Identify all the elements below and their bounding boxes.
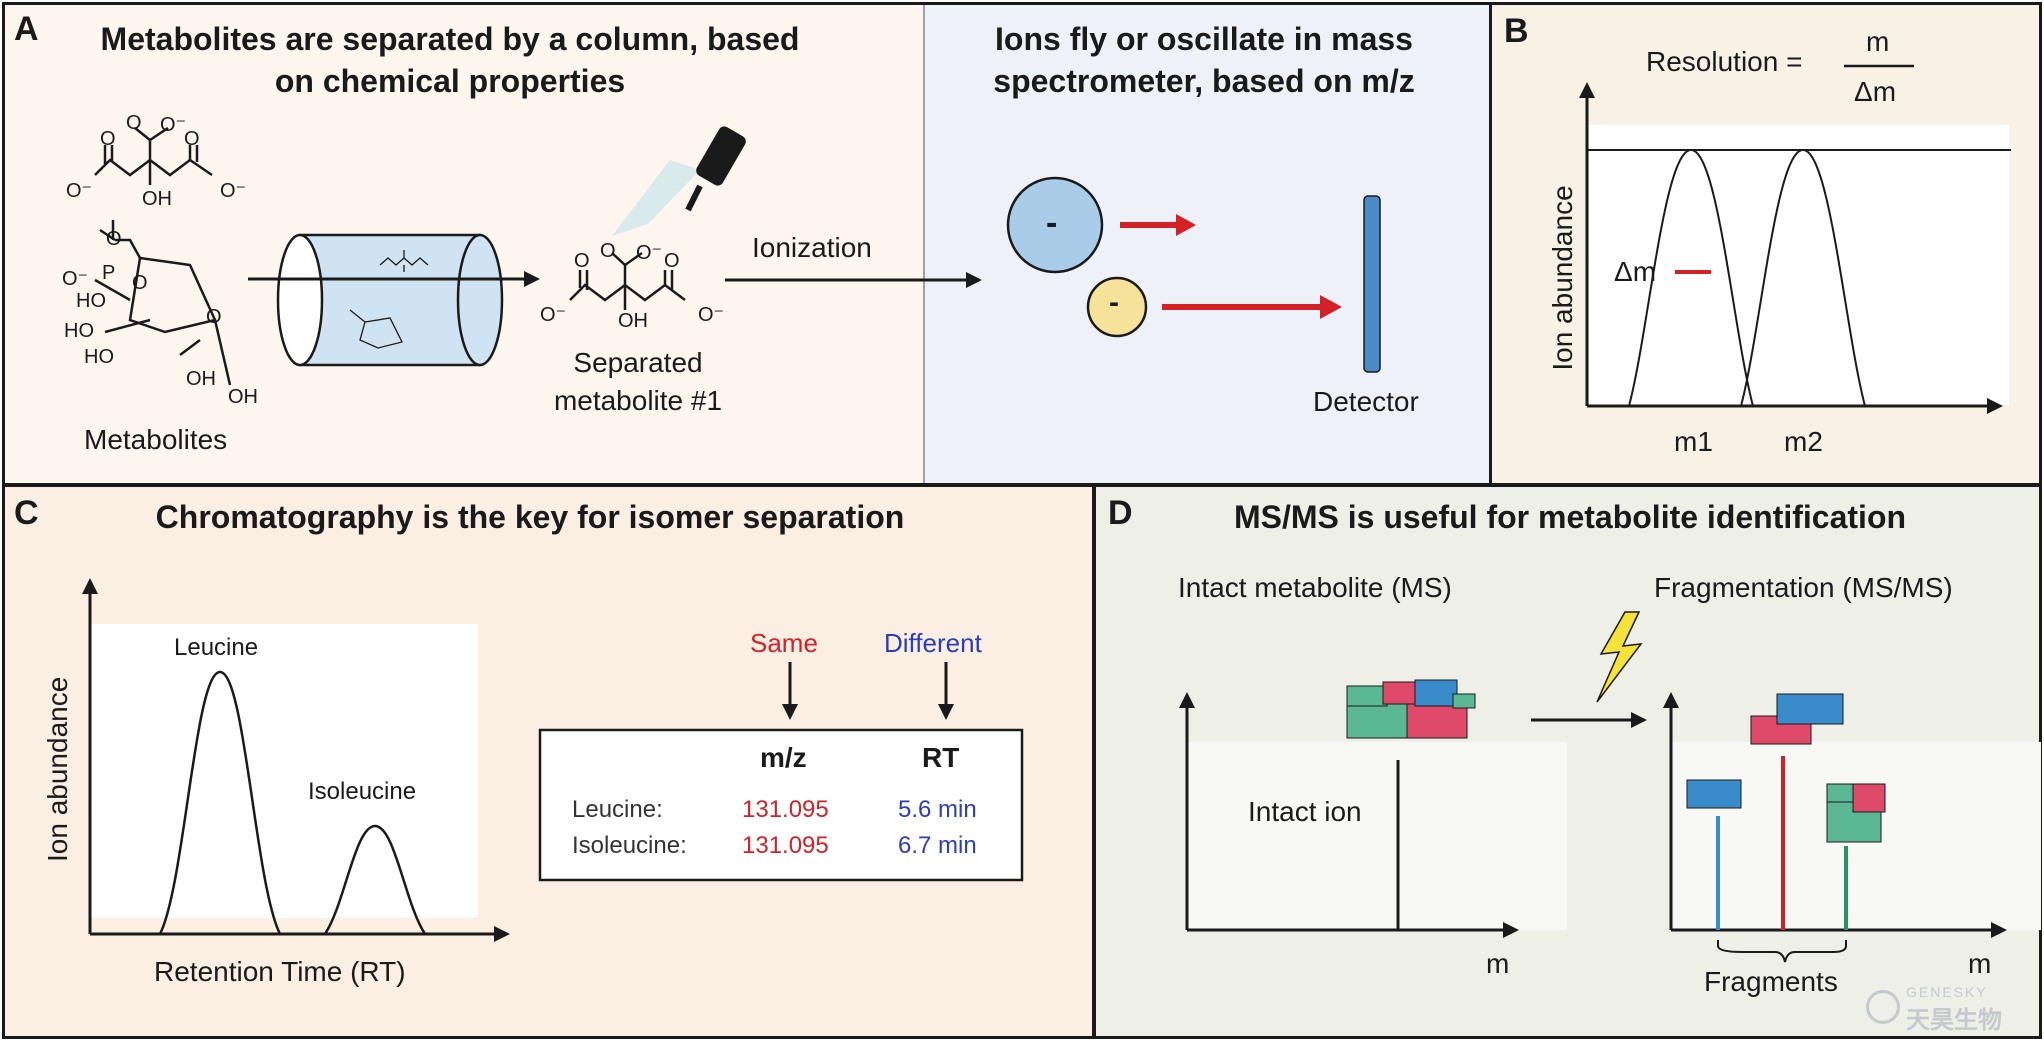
delta-m-label: Δm bbox=[1614, 256, 1657, 287]
panel-c-title: Chromatography is the key for isomer sep… bbox=[155, 499, 905, 535]
ion-large bbox=[1006, 176, 1104, 274]
panel-d-plot bbox=[1179, 611, 2041, 963]
detector-label: Detector bbox=[1313, 386, 1419, 417]
peak-m1 bbox=[1628, 148, 1754, 407]
detector-bar bbox=[1363, 195, 1381, 373]
ion-small bbox=[1086, 276, 1148, 338]
fragments-brace bbox=[1717, 940, 1847, 963]
citrate-o-1: O bbox=[100, 128, 116, 150]
g6p-ho-2: HO bbox=[64, 320, 94, 342]
table-col-rt: RT bbox=[922, 742, 960, 773]
ion-large-sign: - bbox=[1046, 204, 1058, 242]
g6p-p: P bbox=[102, 262, 116, 284]
leucine-peak bbox=[158, 670, 282, 935]
panel-b-ylabel: Ion abundance bbox=[1547, 185, 1578, 371]
table-row-2-mz: 131.095 bbox=[742, 832, 829, 859]
watermark-zh: 天昊生物 bbox=[1906, 1007, 2002, 1034]
resolution-denominator: Δm bbox=[1854, 76, 1897, 107]
g6p-o-minus: O⁻ bbox=[62, 268, 89, 290]
citrate-o-3: O bbox=[184, 128, 200, 150]
table-row-2-name: Isoleucine: bbox=[572, 832, 687, 859]
different-label: Different bbox=[884, 628, 982, 658]
panel-b-letter: B bbox=[1504, 12, 1529, 50]
fragment-lego-red-blue bbox=[1750, 693, 1844, 745]
fragment-lego-blue bbox=[1686, 779, 1742, 809]
panel-d-title: MS/MS is useful for metabolite identific… bbox=[1233, 499, 1907, 535]
intact-heading: Intact metabolite (MS) bbox=[1178, 572, 1452, 603]
panel-a-title-left: Metabolites are separated by a column, b… bbox=[100, 21, 800, 99]
resolution-numerator: m bbox=[1866, 26, 1890, 57]
panel-d-xlabel-right: m bbox=[1968, 948, 1992, 979]
watermark-en: GENESKY bbox=[1906, 984, 1988, 1000]
panel-d-xlabel-left: m bbox=[1486, 948, 1510, 979]
isoleucine-peak bbox=[323, 824, 427, 935]
panel-c-xlabel: Retention Time (RT) bbox=[154, 956, 406, 987]
frag-heading: Fragmentation (MS/MS) bbox=[1654, 572, 1953, 603]
isoleucine-peak-label: Isoleucine bbox=[308, 778, 417, 805]
sep-oh: OH bbox=[618, 310, 648, 332]
peak-m2 bbox=[1740, 148, 1866, 407]
same-label: Same bbox=[750, 628, 818, 658]
g6p-ho-3: HO bbox=[84, 346, 114, 368]
mini-molecules bbox=[349, 250, 429, 349]
citrate-structure bbox=[94, 126, 213, 185]
panel-b-plot bbox=[1579, 64, 2011, 414]
table-row-1-name: Leucine: bbox=[572, 796, 663, 823]
panel-d-letter: D bbox=[1108, 494, 1133, 532]
g6p-o-2: O bbox=[132, 272, 148, 294]
peak-m2-label: m2 bbox=[1784, 426, 1823, 457]
ion-small-sign: - bbox=[1109, 286, 1119, 319]
citrate-o-2: O bbox=[126, 112, 142, 134]
sep-o-minus-2: O⁻ bbox=[636, 242, 663, 264]
isomer-table-box bbox=[538, 728, 1024, 882]
watermark-logo: GENESKY 天昊生物 bbox=[1866, 984, 2036, 1034]
lightning-bolt bbox=[1596, 611, 1643, 703]
fragment-lego-green-red bbox=[1826, 783, 1886, 843]
citrate-o-minus-1: O⁻ bbox=[66, 180, 93, 202]
citrate-oh: OH bbox=[142, 188, 172, 210]
sep-o-3: O bbox=[664, 250, 680, 272]
separated-molecule bbox=[569, 251, 686, 310]
g6p-oh-2: OH bbox=[228, 386, 258, 408]
g6p-structure bbox=[94, 220, 232, 386]
panel-a-drawing bbox=[94, 126, 1381, 386]
table-row-1-rt: 5.6 min bbox=[898, 796, 977, 823]
g6p-oh-1: OH bbox=[186, 368, 216, 390]
panel-c-letter: C bbox=[14, 494, 39, 532]
leucine-peak-label: Leucine bbox=[174, 634, 259, 661]
intact-lego-cluster bbox=[1346, 679, 1476, 739]
panel-c-ylabel: Ion abundance bbox=[42, 676, 73, 862]
sep-o-2: O bbox=[600, 240, 616, 262]
separated-label: Separated metabolite #1 bbox=[553, 347, 723, 416]
panel-a-letter: A bbox=[14, 10, 39, 48]
table-row-2-rt: 6.7 min bbox=[898, 832, 977, 859]
peak-m1-label: m1 bbox=[1674, 426, 1713, 457]
table-col-mz: m/z bbox=[760, 742, 807, 773]
spray-nozzle bbox=[612, 126, 746, 236]
watermark-icon bbox=[1866, 990, 1900, 1024]
column-cylinder bbox=[276, 233, 504, 367]
resolution-label: Resolution = bbox=[1646, 46, 1803, 77]
panel-a bbox=[2, 2, 1493, 486]
g6p-o-1: O bbox=[106, 228, 122, 250]
intact-ion-label: Intact ion bbox=[1248, 796, 1362, 827]
citrate-o-minus-3: O⁻ bbox=[220, 180, 247, 202]
metabolites-label: Metabolites bbox=[84, 424, 228, 455]
fragments-label: Fragments bbox=[1704, 966, 1838, 997]
sep-o-minus-1: O⁻ bbox=[540, 304, 567, 326]
citrate-o-minus-2: O⁻ bbox=[160, 114, 187, 136]
sep-o-minus-3: O⁻ bbox=[698, 304, 725, 326]
g6p-ho-1: HO bbox=[76, 290, 106, 312]
table-row-1-mz: 131.095 bbox=[742, 796, 829, 823]
g6p-o-ring: O bbox=[206, 306, 222, 328]
sep-o-1: O bbox=[574, 250, 590, 272]
panel-a-title-right: Ions fly or oscillate in mass spectromet… bbox=[993, 21, 1415, 99]
panel-c-plot bbox=[82, 578, 1024, 942]
ionization-label: Ionization bbox=[752, 232, 872, 263]
